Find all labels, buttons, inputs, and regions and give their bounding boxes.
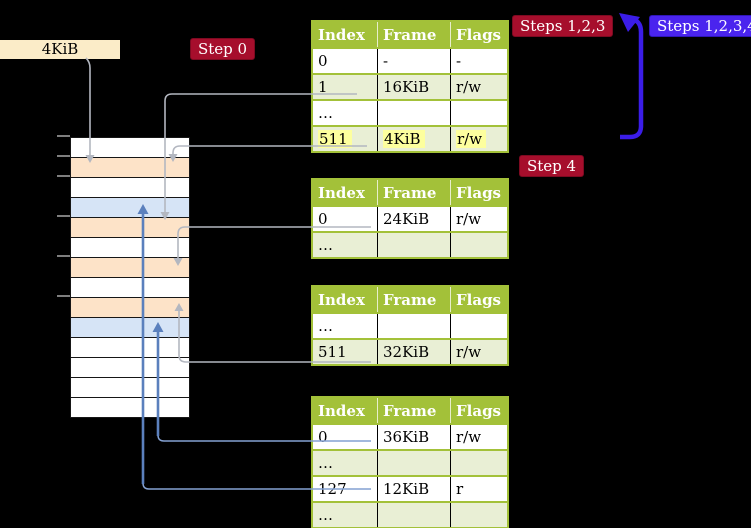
- table-cell: r/w: [450, 338, 508, 365]
- table-cell: …: [312, 231, 378, 258]
- memory-frame-12: [71, 378, 189, 398]
- highlighted-value: 511: [318, 130, 352, 148]
- column-header-index: Index: [312, 179, 378, 206]
- table-cell: …: [312, 449, 378, 476]
- memory-frame-9: [71, 318, 189, 338]
- column-header-frame: Frame: [377, 179, 451, 206]
- column-header-frame: Frame: [377, 21, 451, 48]
- memory-tick: [57, 175, 70, 177]
- table-cell: r/w: [450, 423, 508, 450]
- table-cell: 0: [312, 423, 378, 450]
- table-cell: 16KiB: [377, 73, 451, 100]
- memory-frame-10: [71, 338, 189, 358]
- column-header-index: Index: [312, 286, 378, 313]
- table-cell: r/w: [450, 73, 508, 100]
- frame-size-label: 4KiB: [0, 40, 120, 59]
- page-table-b-row-0: …: [312, 312, 508, 339]
- table-cell: 511: [312, 125, 378, 152]
- table-cell: [377, 231, 451, 258]
- table-cell: -: [377, 47, 451, 74]
- page-table-step0-row-2: …: [312, 99, 508, 126]
- memory-frame-1: [71, 158, 189, 178]
- table-cell: [450, 449, 508, 476]
- table-cell: 4KiB: [377, 125, 451, 152]
- table-cell: 1: [312, 73, 378, 100]
- table-cell: [377, 501, 451, 528]
- column-header-frame: Frame: [377, 397, 451, 424]
- badge-step-4: Step 4: [519, 155, 585, 177]
- table-cell: 32KiB: [377, 338, 451, 365]
- memory-frame-13: [71, 398, 189, 417]
- memory-tick: [57, 155, 70, 157]
- column-header-flags: Flags: [450, 21, 508, 48]
- table-cell: [377, 99, 451, 126]
- table-cell: 36KiB: [377, 423, 451, 450]
- column-header-index: Index: [312, 21, 378, 48]
- table-cell: [450, 231, 508, 258]
- page-table-c-row-3: …: [312, 501, 508, 528]
- table-cell: 24KiB: [377, 205, 451, 232]
- table-cell: [450, 312, 508, 339]
- badge-step-0: Step 0: [190, 38, 256, 60]
- highlighted-value: r/w: [456, 130, 487, 148]
- page-table-a-row-1: …: [312, 231, 508, 258]
- column-header-frame: Frame: [377, 286, 451, 313]
- memory-tick: [57, 135, 70, 137]
- table-cell: r/w: [450, 125, 508, 152]
- arrowhead-upleft-icon: [619, 13, 640, 32]
- memory-frame-11: [71, 358, 189, 378]
- table-cell: 0: [312, 47, 378, 74]
- memory-frame-8: [71, 298, 189, 318]
- page-table-c-row-1: …: [312, 449, 508, 476]
- table-cell: r: [450, 475, 508, 502]
- table-cell: 127: [312, 475, 378, 502]
- badge-steps-1-2-3: Steps 1,2,3: [512, 15, 614, 37]
- physical-memory-column: [70, 137, 190, 418]
- table-cell: 511: [312, 338, 378, 365]
- memory-frame-5: [71, 238, 189, 258]
- memory-frame-6: [71, 258, 189, 278]
- table-cell: …: [312, 312, 378, 339]
- big-loop-arrow: [620, 16, 644, 140]
- memory-frame-3: [71, 198, 189, 218]
- table-cell: r/w: [450, 205, 508, 232]
- table-cell: …: [312, 99, 378, 126]
- table-cell: [377, 449, 451, 476]
- column-header-flags: Flags: [450, 397, 508, 424]
- table-cell: -: [450, 47, 508, 74]
- memory-tick: [57, 255, 70, 257]
- memory-tick: [57, 295, 70, 297]
- table-cell: 12KiB: [377, 475, 451, 502]
- memory-frame-0: [71, 138, 189, 158]
- memory-frame-4: [71, 218, 189, 238]
- page-table-step0-row-3: 511 4KiB r/w: [312, 125, 508, 152]
- page-table-step0-row-0: 0--: [312, 47, 508, 74]
- highlighted-value: 4KiB: [383, 130, 425, 148]
- column-header-flags: Flags: [450, 179, 508, 206]
- table-cell: [450, 501, 508, 528]
- memory-frame-7: [71, 278, 189, 298]
- table-cell: 0: [312, 205, 378, 232]
- table-cell: [377, 312, 451, 339]
- table-cell: …: [312, 501, 378, 528]
- badge-steps-1-2-3-4: Steps 1,2,3,4: [649, 15, 751, 37]
- memory-tick: [57, 215, 70, 217]
- memory-frame-2: [71, 178, 189, 198]
- table-cell: [450, 99, 508, 126]
- column-header-flags: Flags: [450, 286, 508, 313]
- column-header-index: Index: [312, 397, 378, 424]
